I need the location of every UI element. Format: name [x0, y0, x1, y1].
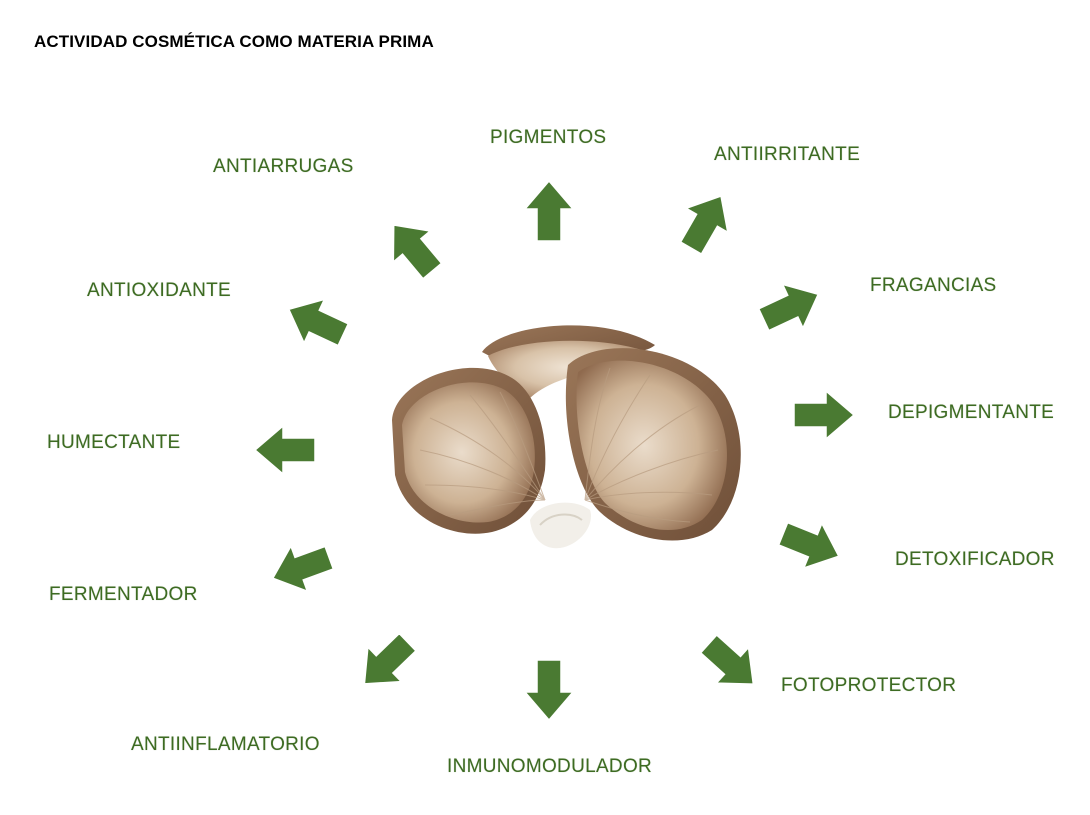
arrow-antiirritante: [679, 195, 729, 256]
label-humectante: HUMECTANTE: [47, 432, 181, 453]
label-antiinflamatorio: ANTIINFLAMATORIO: [131, 734, 320, 755]
label-detoxificador: DETOXIFICADOR: [895, 549, 1055, 570]
label-pigmentos: PIGMENTOS: [490, 127, 607, 148]
label-antiirritante: ANTIIRRITANTE: [714, 144, 861, 165]
arrow-inmunomodulador: [523, 659, 575, 722]
label-fermentador: FERMENTADOR: [49, 584, 198, 605]
label-fotoprotector: FOTOPROTECTOR: [781, 675, 957, 696]
arrow-pigmentos: [523, 179, 575, 242]
arrow-fotoprotector: [699, 633, 755, 685]
arrow-depigmentante: [793, 389, 856, 441]
label-antiarrugas: ANTIARRUGAS: [213, 156, 354, 177]
arrow-antiarrugas: [392, 224, 443, 280]
arrow-fragancias: [757, 283, 820, 332]
page-title: ACTIVIDAD COSMÉTICA COMO MATERIA PRIMA: [34, 32, 434, 51]
arrow-antioxidante: [287, 298, 350, 347]
label-antioxidante: ANTIOXIDANTE: [87, 280, 232, 301]
arrow-antiinflamatorio: [363, 632, 417, 685]
arrow-fermentador: [271, 544, 335, 593]
arrow-detoxificador: [777, 521, 840, 570]
oyster-mushroom-icon: [392, 325, 741, 549]
label-fragancias: FRAGANCIAS: [870, 275, 997, 296]
label-inmunomodulador: INMUNOMODULADOR: [447, 756, 653, 777]
arrow-humectante: [253, 424, 316, 476]
label-depigmentante: DEPIGMENTANTE: [888, 402, 1055, 423]
